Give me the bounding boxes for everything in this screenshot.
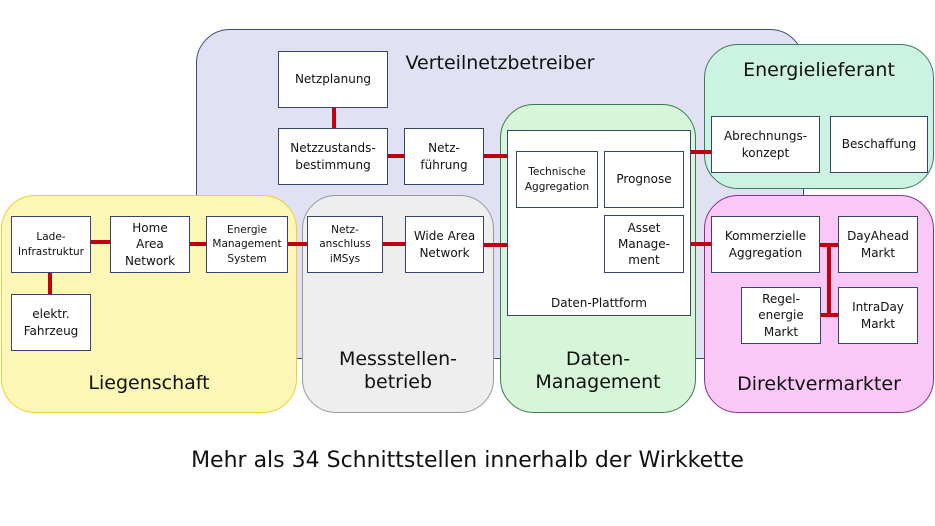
connector-regel-intraday xyxy=(821,313,839,317)
daten-plattform-label: Daten-Plattform xyxy=(551,296,647,310)
node-netzplanung: Netzplanung xyxy=(278,51,388,108)
node-netzfuehrung: Netz- führung xyxy=(404,128,484,185)
connector-plattform-kommagg xyxy=(690,242,712,246)
node-wide-area-network: Wide Area Network xyxy=(405,216,484,273)
connector-trunk-markets xyxy=(827,243,831,315)
connector-han-ems xyxy=(189,242,207,246)
connector-netzzustand-netzfuehrung xyxy=(386,154,405,158)
group-title-direktvermarkter: Direktvermarkter xyxy=(737,373,901,395)
connector-ems-netzanschluss xyxy=(287,242,307,246)
node-netzanschluss-imsys: Netz- anschluss iMSys xyxy=(307,216,383,273)
node-abrechnungskonzept: Abrechnungs- konzept xyxy=(711,116,820,173)
connector-lade-fahrzeug xyxy=(48,272,52,295)
node-elektr-fahrzeug: elektr. Fahrzeug xyxy=(11,294,91,351)
node-home-area-network: Home Area Network xyxy=(110,216,190,273)
node-beschaffung: Beschaffung xyxy=(830,116,928,173)
node-netzzustandsbestimmung: Netzzustands- bestimmung xyxy=(278,128,388,185)
node-intraday-markt: IntraDay Markt xyxy=(838,287,918,344)
group-title-verteilnetzbetreiber: Verteilnetzbetreiber xyxy=(405,52,595,74)
node-asset-management: Asset Manage- ment xyxy=(604,215,684,273)
node-energie-management-system: Energie Management System xyxy=(206,216,288,273)
group-title-datenmanagement: Daten- Management xyxy=(535,348,661,393)
node-kommerzielle-aggregation: Kommerzielle Aggregation xyxy=(711,216,820,273)
connector-netzanschluss-wan xyxy=(382,242,406,246)
node-technische-aggregation: Technische Aggregation xyxy=(516,151,598,208)
connector-netzplanung-netzzustand xyxy=(332,108,336,128)
connector-lade-han xyxy=(90,240,111,244)
connector-wan-plattform xyxy=(483,243,508,247)
node-dayahead-markt: DayAhead Markt xyxy=(838,216,918,273)
node-regelenergie-markt: Regel- energie Markt xyxy=(741,287,821,344)
group-title-liegenschaft: Liegenschaft xyxy=(88,372,210,394)
connector-plattform-abrechnung xyxy=(690,150,712,154)
group-title-messstellenbetrieb: Messstellen- betrieb xyxy=(338,348,458,393)
diagram-caption: Mehr als 34 Schnittstellen innerhalb der… xyxy=(191,448,744,473)
node-prognose: Prognose xyxy=(604,151,684,208)
node-lade-infrastruktur: Lade- Infrastruktur xyxy=(11,216,91,273)
connector-netzfuehrung-plattform xyxy=(483,154,508,158)
group-title-energielieferant: Energielieferant xyxy=(743,59,895,81)
